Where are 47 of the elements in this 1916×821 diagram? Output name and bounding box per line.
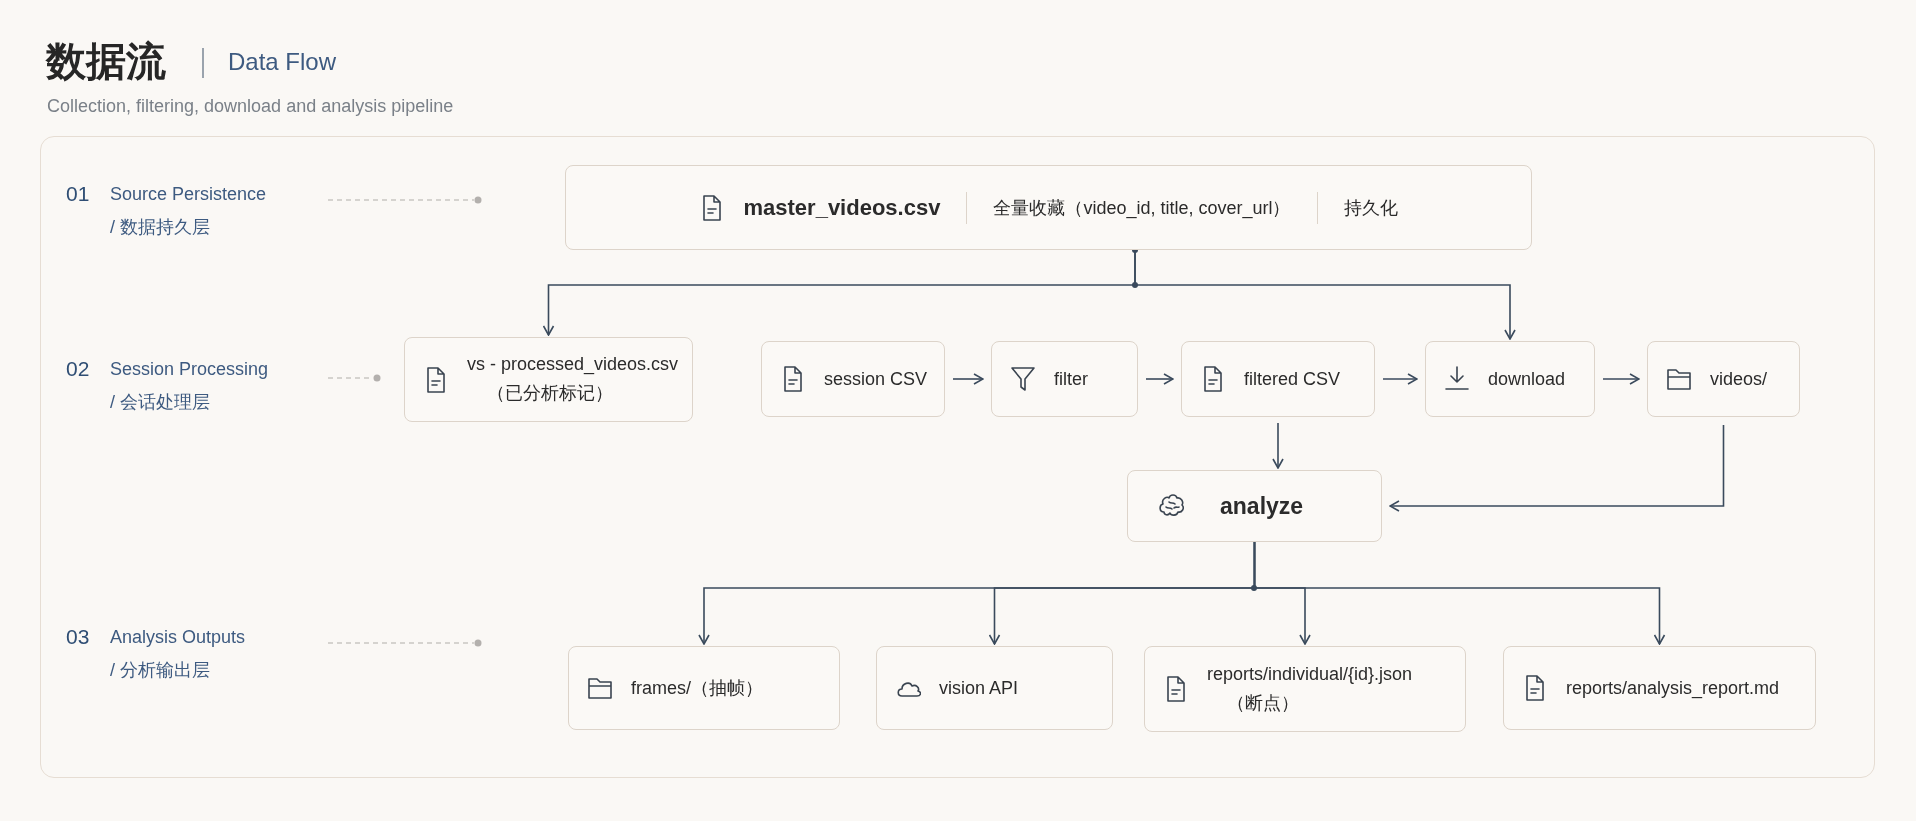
arrow <box>1253 541 1666 645</box>
data-box <box>761 341 945 417</box>
title: 数据流 <box>46 38 166 85</box>
data-box <box>565 165 1532 250</box>
data-box <box>404 337 693 422</box>
node-label: session CSV <box>824 368 928 390</box>
node-label: analyze <box>1220 492 1304 520</box>
arrow <box>1389 424 1725 512</box>
layer-name: Analysis Outputs <box>110 627 246 648</box>
arrow <box>1602 373 1640 385</box>
arrow <box>952 373 984 385</box>
subtitle-heading: Data Flow <box>228 48 337 76</box>
layer-name: Source Persistence <box>110 184 267 205</box>
description: 持久化 <box>1343 196 1398 220</box>
arrow <box>1382 373 1418 385</box>
note: （已分析标记） <box>486 382 614 405</box>
data-box <box>876 646 1113 730</box>
layer-name: Session Processing <box>110 359 269 380</box>
data-box <box>1181 341 1375 417</box>
data-box <box>1425 341 1595 417</box>
data-box <box>568 646 840 730</box>
file-name: master_videos.csv <box>743 194 941 221</box>
layer-name: / 会话处理层 <box>110 391 210 414</box>
arrow <box>1272 422 1284 469</box>
arrow <box>1145 373 1174 385</box>
layer-name: / 分析输出层 <box>110 659 210 682</box>
subtitle: Collection, filtering, download and analysis pipeline <box>47 96 454 117</box>
node-label: filtered CSV <box>1244 368 1341 390</box>
node-label: vision API <box>939 677 1019 699</box>
layer-number: 03 <box>66 625 90 649</box>
layer-name: / 数据持久层 <box>110 216 210 239</box>
node-label: reports/analysis_report.md <box>1566 677 1780 699</box>
node-label: filter <box>1054 368 1088 390</box>
file-name: vs - processed_videos.csv <box>467 354 679 375</box>
layer-number: 01 <box>66 182 90 206</box>
data-box <box>1647 341 1800 417</box>
data-box <box>1503 646 1816 730</box>
layer-number: 02 <box>66 357 90 381</box>
process-box <box>1127 470 1382 542</box>
node-label: frames/（抽帧） <box>631 677 763 700</box>
note: （断点） <box>1226 691 1300 715</box>
description: 全量收藏（video_id, title, cover_url） <box>993 196 1291 220</box>
file-name: reports/individual/{id}.json <box>1207 663 1413 685</box>
data-box <box>1144 646 1466 732</box>
node-label: download <box>1488 368 1566 390</box>
node-label: videos/ <box>1710 368 1768 390</box>
data-box <box>991 341 1138 417</box>
